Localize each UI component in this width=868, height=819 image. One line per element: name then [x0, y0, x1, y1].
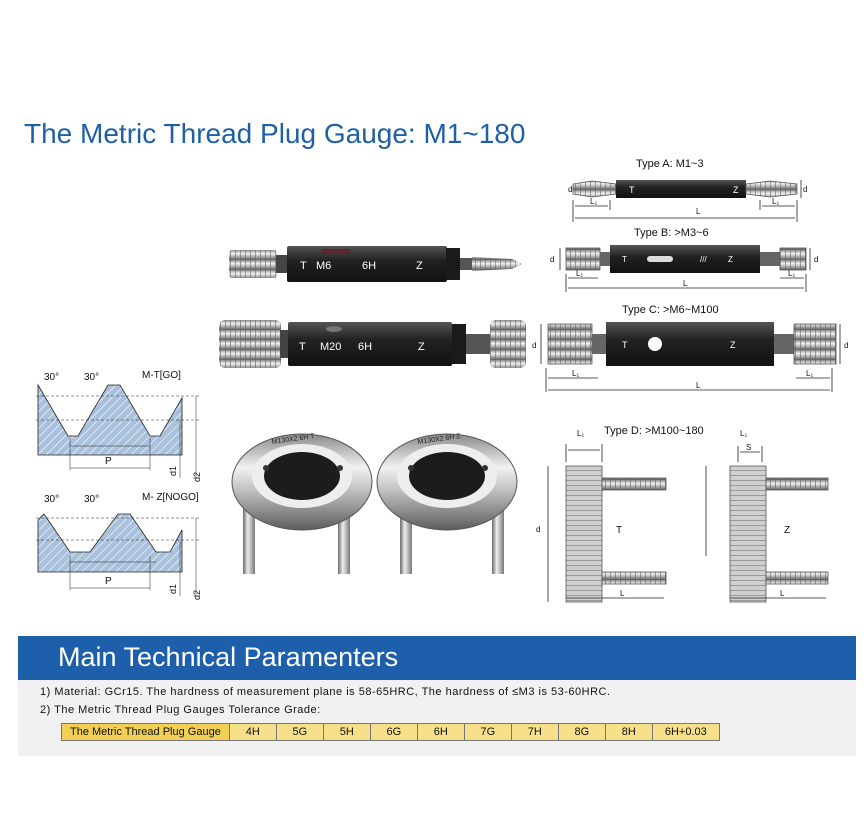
- banner-title: Main Technical Paramenters: [58, 642, 399, 672]
- svg-text:d1: d1: [168, 584, 178, 594]
- ring-gauge-nogo: M130X2 6H Z: [376, 433, 518, 574]
- svg-text:Z: Z: [784, 525, 790, 536]
- grade-cell: 8G: [557, 723, 606, 741]
- grade-cell: 6H+0.03: [651, 723, 720, 741]
- svg-text:d: d: [814, 255, 818, 264]
- ring-gauge-go: M130X2 6H T: [231, 433, 373, 574]
- svg-text:d: d: [844, 341, 848, 350]
- svg-text:d2: d2: [192, 590, 202, 600]
- page-title: The Metric Thread Plug Gauge: M1~180: [24, 118, 526, 149]
- go-angle-left: 30°: [44, 372, 59, 383]
- svg-text:L: L: [620, 589, 625, 598]
- svg-text:L₁: L₁: [788, 269, 795, 278]
- svg-text:L₁: L₁: [576, 269, 583, 278]
- svg-text:d: d: [550, 255, 554, 264]
- svg-text:Z: Z: [733, 185, 739, 195]
- svg-text:T: T: [616, 525, 622, 536]
- grade-cell: 6G: [369, 723, 418, 741]
- grade-cell: 7G: [463, 723, 512, 741]
- parameters-banner: Main Technical Paramenters: [18, 636, 856, 680]
- svg-text:L₁: L₁: [772, 197, 779, 206]
- grade-cell: 5G: [275, 723, 324, 741]
- svg-text:d2: d2: [192, 472, 202, 482]
- thread-profile-go: 30° 30° M-T[GO] P d1 d2: [36, 370, 202, 482]
- type-b-label: Type B: >M3~6: [634, 227, 709, 239]
- parameters-section: 1) Material: GCr15. The hardness of meas…: [18, 680, 856, 756]
- svg-text:L₁: L₁: [577, 429, 584, 438]
- param-line-2: 2) The Metric Thread Plug Gauges Toleran…: [40, 704, 321, 716]
- tolerance-grade-table: The Metric Thread Plug Gauge 4H 5G 5H 6G…: [61, 723, 720, 741]
- svg-text:///: ///: [700, 255, 707, 264]
- large-gauge-z: Z: [418, 341, 425, 353]
- gauge-illustration: T M6 6H Z T M20 6H Z T Z L₁ L₁ L d d: [36, 180, 848, 603]
- svg-text:L: L: [780, 589, 785, 598]
- svg-text:L: L: [696, 207, 701, 216]
- svg-text:L₁: L₁: [572, 369, 579, 378]
- svg-text:T: T: [622, 340, 628, 350]
- param-line-1: 1) Material: GCr15. The hardness of meas…: [40, 686, 611, 698]
- small-gauge-t: T: [300, 260, 307, 272]
- grade-table-header: The Metric Thread Plug Gauge: [61, 723, 230, 741]
- svg-text:L: L: [683, 279, 688, 288]
- grade-cell: 5H: [322, 723, 371, 741]
- nogo-angle-right: 30°: [84, 494, 99, 505]
- svg-text:Z: Z: [730, 340, 736, 350]
- svg-text:d: d: [532, 341, 536, 350]
- small-gauge-grade: 6H: [362, 260, 376, 272]
- svg-text:d: d: [803, 185, 807, 194]
- large-gauge-size: M20: [320, 341, 341, 353]
- type-a-label: Type A: M1~3: [636, 158, 704, 170]
- nogo-profile-name: M- Z[NOGO]: [142, 492, 199, 503]
- gauge-photo-small: T M6 6H Z: [229, 246, 522, 282]
- small-gauge-z: Z: [416, 260, 423, 272]
- svg-text:L₁: L₁: [806, 369, 813, 378]
- go-angle-right: 30°: [84, 372, 99, 383]
- thread-profile-nogo: 30° 30° M- Z[NOGO] P d1 d2: [36, 492, 202, 600]
- gauge-photo-large: T M20 6H Z: [219, 320, 526, 368]
- large-gauge-grade: 6H: [358, 341, 372, 353]
- type-c-drawing: T Z L₁ L₁ L d d: [532, 322, 848, 392]
- svg-text:L₁: L₁: [740, 429, 747, 438]
- svg-text:Z: Z: [728, 255, 733, 264]
- grade-cell: 6H: [416, 723, 465, 741]
- svg-text:d: d: [568, 185, 572, 194]
- type-b-drawing: T /// Z L₁ L₁ L d d: [550, 245, 818, 292]
- svg-text:S: S: [746, 443, 751, 452]
- svg-text:d1: d1: [168, 466, 178, 476]
- large-gauge-t: T: [299, 341, 306, 353]
- type-d-label: Type D: >M100~180: [604, 425, 704, 437]
- small-gauge-size: M6: [316, 260, 331, 272]
- svg-text:P: P: [105, 456, 112, 467]
- type-a-drawing: T Z L₁ L₁ L d d: [568, 180, 807, 222]
- grade-cell: 4H: [228, 723, 277, 741]
- go-profile-name: M-T[GO]: [142, 370, 181, 381]
- svg-text:L₁: L₁: [590, 197, 597, 206]
- type-c-label: Type C: >M6~M100: [622, 304, 719, 316]
- svg-text:T: T: [629, 185, 635, 195]
- grade-cell: 7H: [510, 723, 559, 741]
- svg-text:P: P: [105, 576, 112, 587]
- type-d-drawing: L₁ d T L L₁ S Z L: [536, 429, 829, 603]
- grade-cell: 8H: [604, 723, 653, 741]
- nogo-angle-left: 30°: [44, 494, 59, 505]
- svg-text:L: L: [696, 381, 701, 390]
- svg-text:T: T: [622, 255, 627, 264]
- svg-text:d: d: [536, 525, 540, 534]
